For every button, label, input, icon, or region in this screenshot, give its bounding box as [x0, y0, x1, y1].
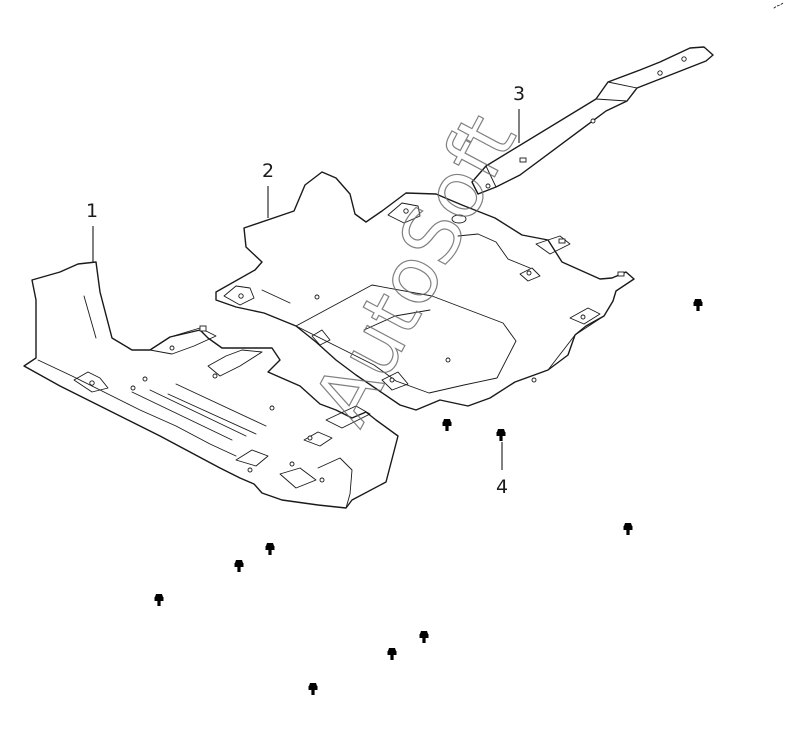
callout-4: 4	[496, 442, 508, 498]
bolt	[154, 594, 164, 606]
bolt	[234, 560, 244, 572]
callout-label-4: 4	[496, 476, 508, 498]
callout-label-3: 3	[513, 83, 525, 105]
bolt	[387, 648, 397, 660]
bolt	[308, 683, 318, 695]
callout-1: 1	[86, 200, 98, 262]
part-2-floor-cover	[215, 171, 635, 411]
callout-label-1: 1	[86, 200, 98, 222]
callout-label-2: 2	[262, 160, 274, 182]
bolt	[496, 429, 506, 441]
callout-2: 2	[262, 160, 274, 218]
callout-3: 3	[513, 83, 525, 143]
bolt	[623, 523, 633, 535]
bolt	[265, 543, 275, 555]
part-3-bracket	[471, 46, 714, 195]
bolt	[442, 419, 452, 431]
bolt	[693, 299, 703, 311]
corner-mark	[773, 2, 784, 9]
bolt	[419, 631, 429, 643]
part-1-under-cover	[23, 261, 399, 509]
